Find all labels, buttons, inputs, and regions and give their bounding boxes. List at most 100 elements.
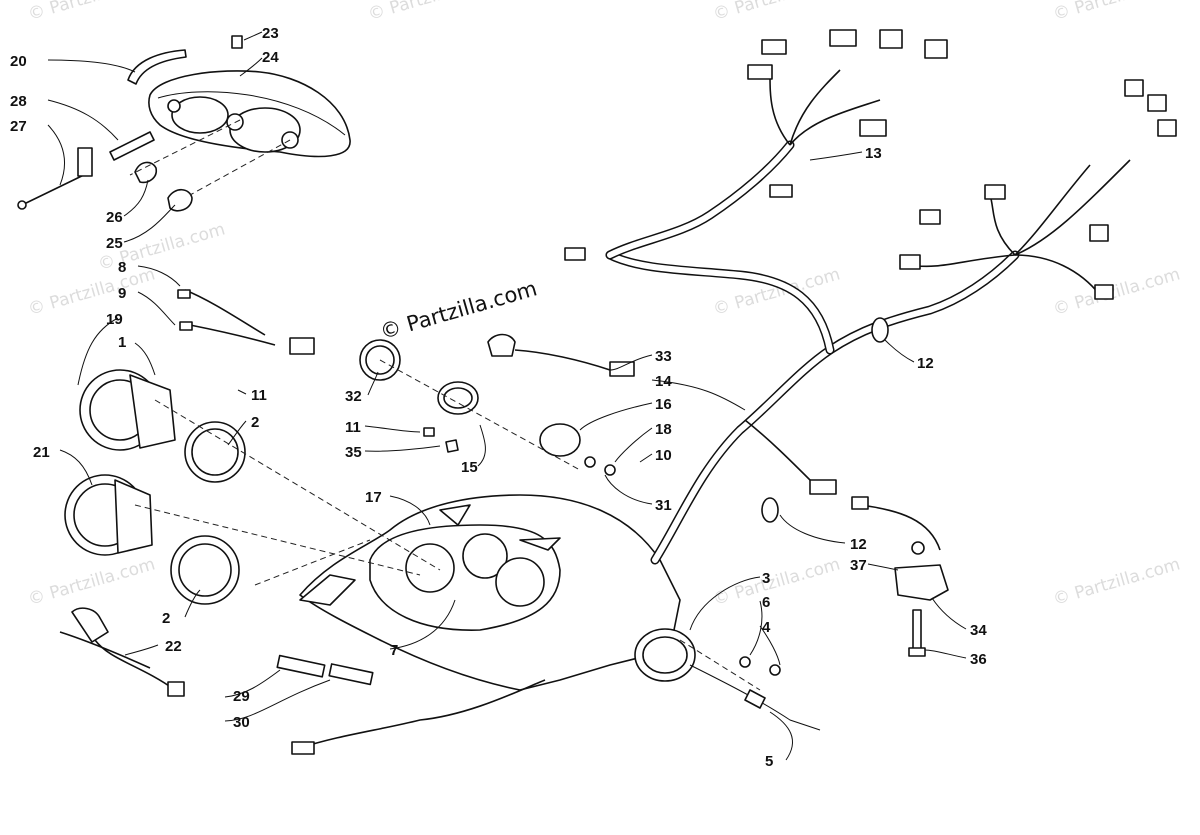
callout-leader-line (59, 449, 93, 486)
callout-number: 17 (365, 489, 382, 506)
callout-number: 24 (262, 49, 279, 66)
watermark-text: © Partzilla.com (366, 0, 498, 25)
callout-leader-line (609, 354, 653, 371)
callout-number: 29 (233, 688, 250, 705)
callout-leader-line (689, 576, 761, 631)
callout-leader-line (651, 379, 746, 411)
callout-leader-line (779, 514, 846, 544)
callout-number: 35 (345, 444, 362, 461)
callout-leader-line (224, 669, 281, 698)
callout-leader-line (77, 317, 119, 386)
callout-leader-line (364, 425, 421, 433)
copyright-text: © Partzilla.com (377, 276, 539, 344)
callout-number: 2 (162, 610, 170, 627)
callout-leader-line (47, 59, 136, 73)
callout-leaders (47, 31, 967, 761)
callout-leader-line (389, 599, 456, 650)
callout-leader-line (769, 711, 794, 761)
callout-number: 12 (917, 355, 934, 372)
watermark-text: © Partzilla.com (711, 554, 843, 609)
callout-leader-line (614, 427, 653, 463)
callout-number: 19 (106, 311, 123, 328)
callout-number: 26 (106, 209, 123, 226)
watermark-text: © Partzilla.com (1051, 264, 1183, 319)
callout-leader-line (47, 99, 119, 141)
callout-leader-line (227, 420, 247, 446)
callout-leader-line (137, 291, 176, 326)
callout-leader-line (809, 151, 863, 161)
callout-number: 10 (655, 447, 672, 464)
callout-leader-line (184, 589, 201, 618)
callout-leader-line (134, 342, 156, 376)
callout-leader-line (137, 265, 181, 287)
watermark-text: © Partzilla.com (1051, 554, 1183, 609)
callout-leader-line (924, 649, 967, 659)
callout-leader-line (639, 453, 653, 463)
watermark-text: © Partzilla.com (1051, 0, 1183, 25)
callout-number: 23 (262, 25, 279, 42)
callout-number: 11 (251, 387, 267, 404)
callout-leader-line (47, 124, 65, 186)
callout-leader-line (224, 679, 331, 722)
callout-number: 4 (762, 619, 771, 636)
callout-number: 28 (10, 93, 27, 110)
callout-leader-line (237, 389, 247, 395)
callout-number: 21 (33, 444, 50, 461)
callout-number: 36 (970, 651, 987, 668)
headlight-assembly (17, 35, 351, 212)
callout-number: 22 (165, 638, 182, 655)
callout-leader-line (579, 402, 653, 431)
callout-leader-line (239, 57, 263, 77)
callout-labels: 2023242827262589191112212222930717321135… (10, 25, 987, 770)
gauge-assembly (59, 289, 315, 697)
callout-leader-line (367, 371, 379, 396)
callout-number: 37 (850, 557, 867, 574)
speedometer (634, 628, 821, 731)
regulator (851, 496, 949, 657)
center-gauges (359, 333, 635, 476)
callout-number: 8 (118, 259, 126, 276)
callout-number: 30 (233, 714, 250, 731)
watermark-text: © Partzilla.com (26, 0, 158, 25)
callout-number: 5 (765, 753, 773, 770)
callout-leader-line (389, 495, 431, 526)
callout-number: 14 (655, 373, 672, 390)
callout-number: 25 (106, 235, 123, 252)
callout-number: 1 (118, 334, 126, 351)
callout-leader-line (604, 474, 653, 505)
callout-number: 31 (655, 497, 672, 514)
callout-leader-line (759, 625, 781, 666)
callout-leader-line (884, 339, 915, 363)
callout-number: 12 (850, 536, 867, 553)
callout-number: 11 (345, 419, 361, 436)
callout-leader-line (364, 445, 441, 452)
wiring-harness (564, 29, 1177, 565)
callout-number: 15 (461, 459, 478, 476)
callout-leader-line (749, 600, 763, 656)
callout-number: 18 (655, 421, 672, 438)
callout-number: 6 (762, 594, 770, 611)
callout-number: 9 (118, 285, 126, 302)
callout-leader-line (123, 179, 149, 217)
watermark-text: © Partzilla.com (26, 264, 158, 319)
console-hood (276, 494, 681, 755)
callout-number: 27 (10, 118, 27, 135)
callout-leader-line (243, 31, 263, 41)
alignment-lines (129, 119, 761, 691)
callout-number: 34 (970, 622, 987, 639)
watermark-text: © Partzilla.com (26, 554, 158, 609)
callout-leader-line (931, 597, 967, 630)
callout-leader-line (124, 644, 159, 656)
callout-number: 7 (390, 642, 398, 659)
callout-leader-line (867, 563, 899, 571)
callout-leader-line (123, 204, 176, 243)
callout-number: 20 (10, 53, 27, 70)
callout-number: 16 (655, 396, 672, 413)
callout-number: 13 (865, 145, 882, 162)
callout-leader-line (477, 424, 486, 467)
callout-number: 32 (345, 388, 362, 405)
callout-number: 33 (655, 348, 672, 365)
callout-number: 2 (251, 414, 259, 431)
